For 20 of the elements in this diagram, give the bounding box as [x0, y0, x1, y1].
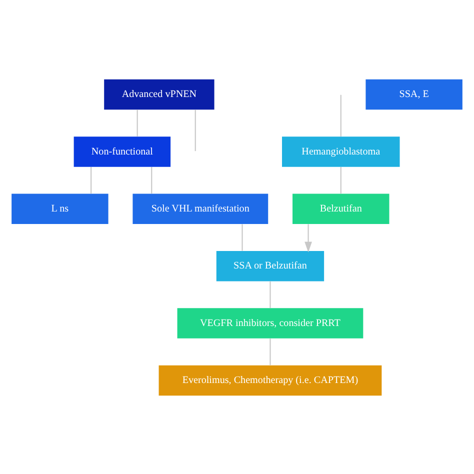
- node-box: Advanced vPNEN: [104, 78, 214, 110]
- connector: [340, 94, 342, 136]
- connector: [136, 109, 138, 136]
- node-box: Sole VHL manifestation: [132, 193, 268, 224]
- node-box: Non-functional: [74, 136, 171, 166]
- connector: [270, 280, 271, 308]
- connector: [90, 166, 92, 194]
- arrow: [304, 224, 312, 252]
- connector: [340, 166, 342, 194]
- connector: [270, 338, 271, 365]
- node-box: SSA, E: [366, 78, 462, 110]
- connector: [151, 166, 152, 194]
- node-box: Hemangioblastoma: [282, 136, 400, 166]
- node-box: SSA or Belzutifan: [216, 250, 324, 281]
- node-box: Belzutifan: [292, 193, 390, 224]
- connector: [242, 224, 243, 250]
- node-box: VEGFR inhibitors, consider PRRT: [177, 308, 364, 338]
- node-box: L ns: [12, 193, 108, 224]
- connector: [194, 109, 196, 151]
- node-box: Everolimus, Chemotherapy (i.e. CAPTEM): [158, 364, 382, 396]
